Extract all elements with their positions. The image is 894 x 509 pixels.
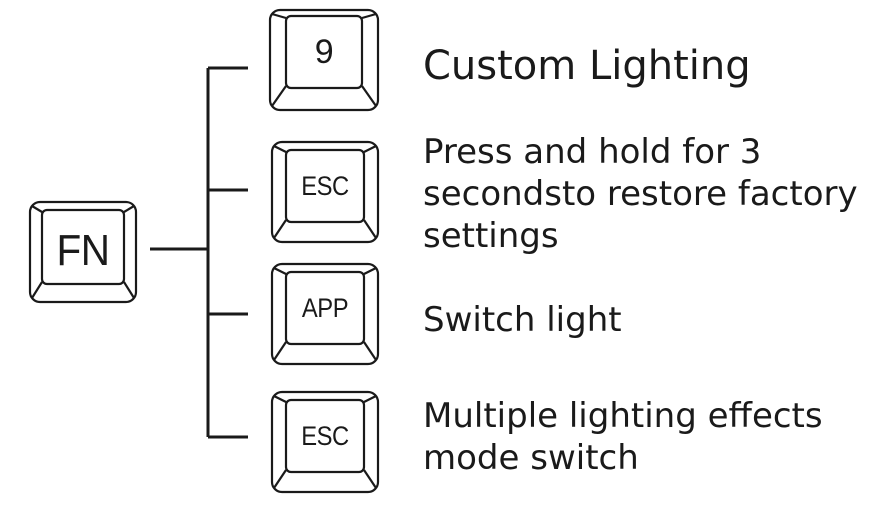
key-label-4: ESC: [301, 420, 349, 451]
key-label-3: APP: [301, 292, 349, 323]
keycap-esc-2: [270, 390, 380, 494]
keycap-9: [268, 8, 380, 112]
key-label-1: 9: [314, 32, 334, 71]
description-4: Multiple lighting effects mode switch: [423, 396, 823, 478]
fn-keycap: [28, 200, 138, 304]
description-1: Custom Lighting: [423, 43, 751, 89]
description-2: Press and hold for 3 secondsto restore f…: [423, 132, 858, 256]
description-3: Switch light: [423, 300, 622, 340]
keycap-app: [270, 262, 380, 366]
keycap-esc: [270, 140, 380, 244]
fn-key-label: FN: [56, 226, 110, 275]
key-label-2: ESC: [301, 170, 349, 201]
